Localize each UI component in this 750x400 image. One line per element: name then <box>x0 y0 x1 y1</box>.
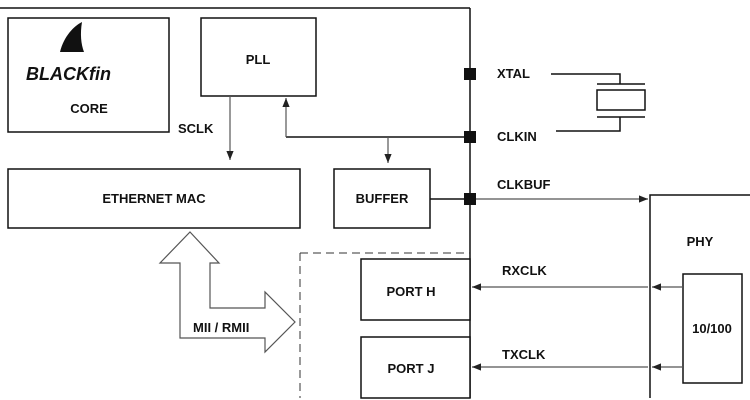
core-label: CORE <box>70 101 108 116</box>
sclk-label: SCLK <box>178 121 214 136</box>
clkin-pin <box>464 131 476 143</box>
xtal-pin <box>464 68 476 80</box>
core-block: BLACKfin CORE <box>7 17 170 133</box>
txclk-label: TXCLK <box>502 347 546 362</box>
buffer-block: BUFFER <box>333 168 431 229</box>
clkbuf-label: CLKBUF <box>497 177 550 192</box>
port-j-block: PORT J <box>360 336 471 399</box>
ethernet-mac-block: ETHERNET MAC <box>7 168 301 229</box>
pll-label: PLL <box>246 52 271 67</box>
rxclk-label: RXCLK <box>502 263 547 278</box>
clkin-label: CLKIN <box>497 129 537 144</box>
clkin-net <box>282 98 470 163</box>
mii-rmii-arrow <box>158 231 296 354</box>
mii-rmii-label: MII / RMII <box>193 320 249 335</box>
clkbuf-pin <box>464 193 476 205</box>
logo-text: BLACKfin <box>26 64 111 84</box>
crystal-icon <box>551 73 646 132</box>
port-h-label: PORT H <box>386 284 435 299</box>
port-j-label: PORT J <box>388 361 435 376</box>
ethernet-mac-label: ETHERNET MAC <box>102 191 206 206</box>
phy-block: PHY 10/100 <box>649 194 750 398</box>
phy-sub-label: 10/100 <box>692 321 732 336</box>
phy-label: PHY <box>687 234 714 249</box>
port-h-block: PORT H <box>360 258 471 321</box>
buffer-label: BUFFER <box>356 191 409 206</box>
dashed-separator <box>299 252 470 398</box>
blackfin-logo: BLACKfin <box>26 22 111 84</box>
pll-block: PLL <box>200 17 317 97</box>
xtal-label: XTAL <box>497 66 530 81</box>
